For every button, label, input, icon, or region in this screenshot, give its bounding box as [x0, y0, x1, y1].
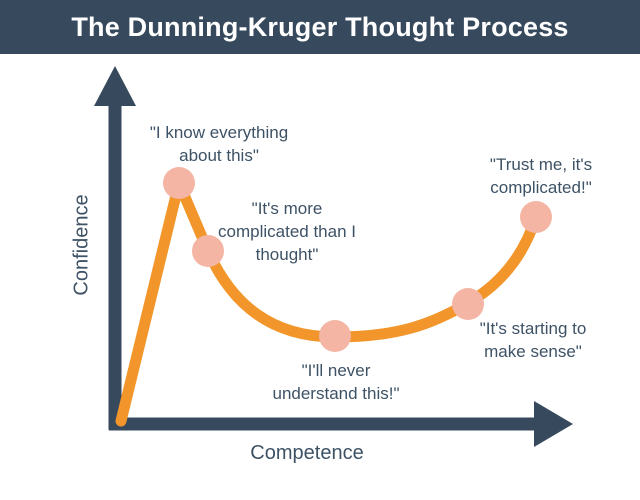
y-axis-label: Confidence — [70, 194, 93, 296]
annotation-decline: "It's more complicated than I thought" — [218, 197, 356, 266]
annotation-line: understand this!" — [272, 384, 400, 403]
annotation-line: "It's more — [251, 199, 323, 218]
y-axis-arrowhead-icon — [94, 66, 136, 106]
annotation-line: about this" — [179, 146, 259, 165]
annotation-line: complicated than I — [218, 222, 356, 241]
data-point-valley — [319, 320, 351, 352]
annotation-line: "Trust me, it's — [489, 155, 593, 174]
annotation-peak: "I know everything about this" — [150, 121, 288, 167]
data-point-peak — [163, 167, 195, 199]
x-axis-arrowhead-icon — [534, 401, 573, 447]
annotation-line: "I know everything — [149, 123, 289, 142]
data-point-plateau — [520, 201, 552, 233]
annotation-line: make sense" — [484, 342, 582, 361]
annotation-plateau: "Trust me, it's complicated!" — [490, 153, 592, 199]
annotation-line: "It's starting to — [479, 319, 587, 338]
annotation-rising: "It's starting to make sense" — [480, 317, 587, 363]
confidence-curve — [115, 177, 542, 427]
annotation-line: complicated!" — [490, 178, 592, 197]
x-axis-label: Competence — [250, 442, 364, 464]
title-bar: The Dunning-Kruger Thought Process — [0, 0, 640, 54]
annotation-line: thought" — [255, 245, 319, 264]
annotation-valley: "I'll never understand this!" — [272, 359, 399, 405]
data-point-rising — [452, 288, 484, 320]
data-point-decline — [192, 235, 224, 267]
page-title: The Dunning-Kruger Thought Process — [71, 12, 569, 42]
annotation-line: "I'll never — [301, 361, 371, 380]
